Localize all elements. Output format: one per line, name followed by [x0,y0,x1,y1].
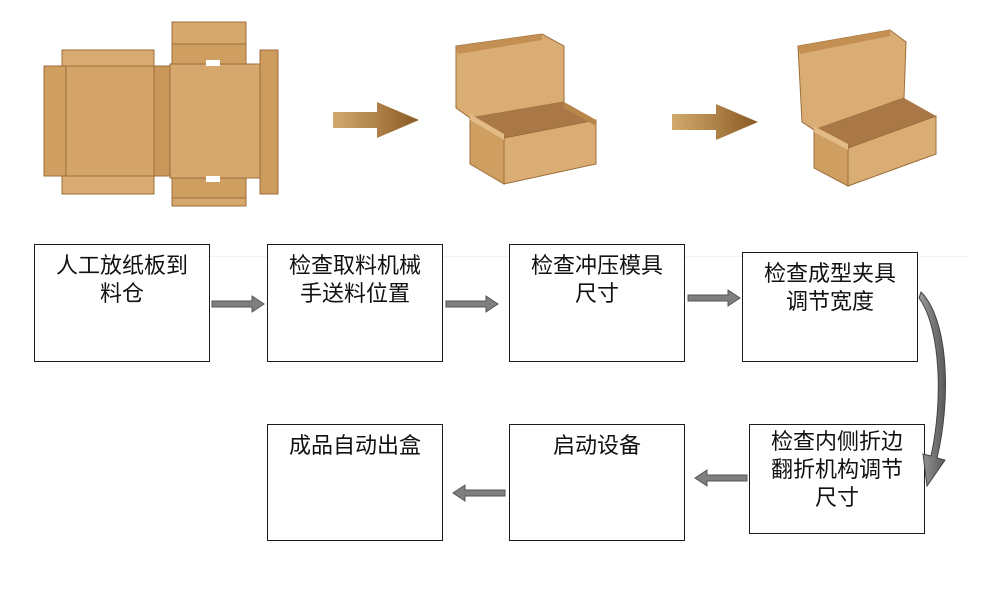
flow-arrow-4-to-5 [918,291,946,488]
flow-arrow-1-to-2 [211,295,265,313]
step-3-line-1: 检查冲压模具 [530,254,663,279]
step-7-line-1: 成品自动出盒 [288,434,421,459]
open-cardboard-box-icon [455,33,597,185]
step-3-box: 检查冲压模具 尺寸 [509,244,685,362]
flow-arrow-6-to-7 [452,484,506,502]
step-5-box: 检查内侧折边 翻折机构调节 尺寸 [749,424,925,534]
open-box-large-illustration [455,33,597,185]
open-cardboard-box-icon [797,29,937,187]
step-5-line-3: 尺寸 [814,486,859,511]
step-2-line-1: 检查取料机械 [288,254,421,279]
step-1-line-2: 料仓 [99,282,144,307]
step-1-line-1: 人工放纸板到 [55,254,188,279]
flow-arrow-2-to-3 [445,295,499,313]
step-3-line-2: 尺寸 [574,282,619,307]
transition-arrow-1 [333,102,419,138]
step-2-box: 检查取料机械 手送料位置 [267,244,443,362]
step-1-box: 人工放纸板到 料仓 [34,244,210,362]
step-4-line-2: 调节宽度 [785,290,874,315]
step-5-line-1: 检查内侧折边 [770,430,903,455]
flow-arrow-3-to-4 [687,289,741,307]
step-6-line-1: 启动设备 [552,434,641,459]
unfolded-cardboard-blank-icon [43,21,279,207]
step-6-box: 启动设备 [509,424,685,541]
transition-arrow-2 [672,104,758,140]
open-box-small-illustration [797,29,937,187]
flow-arrow-5-to-6 [694,469,748,487]
flat-box-blank-illustration [43,21,279,207]
step-4-box: 检查成型夹具 调节宽度 [742,252,918,362]
step-2-line-2: 手送料位置 [299,282,410,307]
step-5-line-2: 翻折机构调节 [770,458,903,483]
step-7-box: 成品自动出盒 [267,424,443,541]
step-4-line-1: 检查成型夹具 [763,262,896,287]
